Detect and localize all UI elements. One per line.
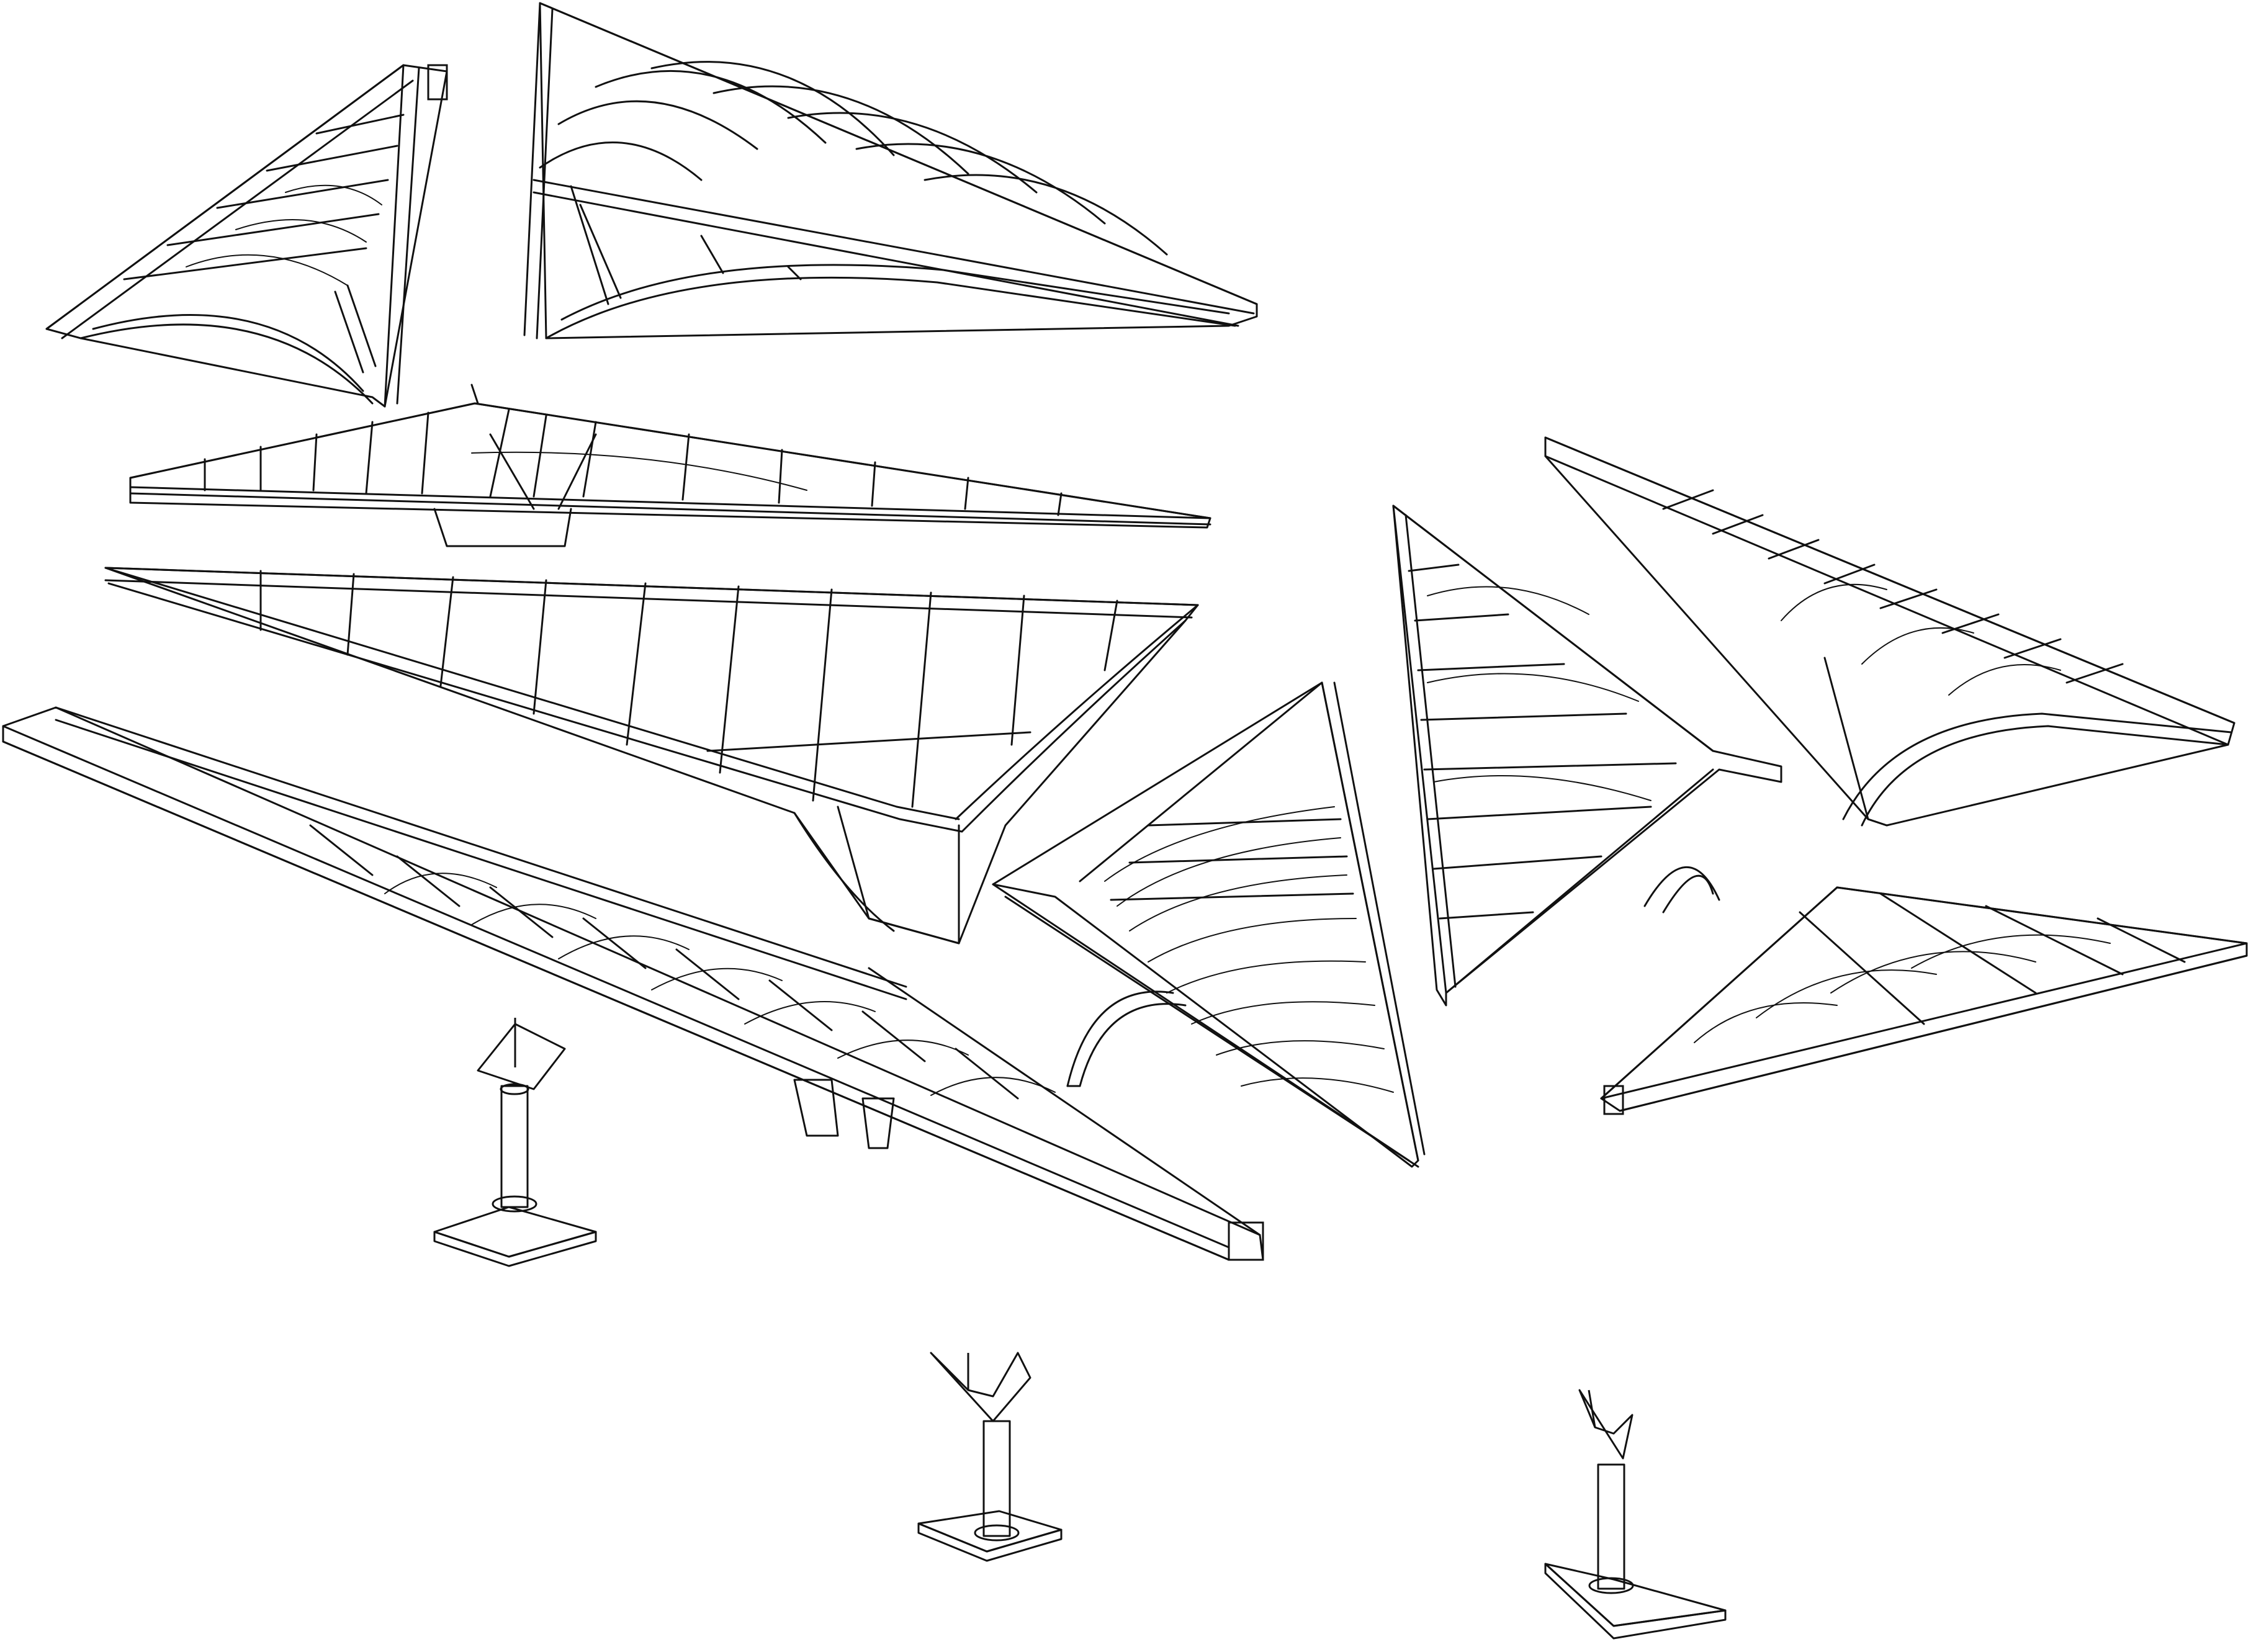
roof-frame-7 bbox=[1392, 505, 1782, 1007]
roof-frame-2 bbox=[523, 2, 1258, 339]
roof-frame-3 bbox=[129, 384, 1211, 547]
column-support-3 bbox=[1544, 1389, 1727, 1640]
column-support-1 bbox=[433, 1018, 597, 1267]
roof-frame-5 bbox=[2, 706, 1264, 1261]
roof-frame-8 bbox=[1544, 436, 2236, 827]
column-support-2 bbox=[917, 1352, 1063, 1562]
roof-frame-4 bbox=[104, 567, 1199, 945]
roof-frame-1 bbox=[45, 64, 448, 408]
roof-frame-9 bbox=[1600, 886, 2248, 1115]
roof-frame-6 bbox=[992, 681, 1426, 1168]
